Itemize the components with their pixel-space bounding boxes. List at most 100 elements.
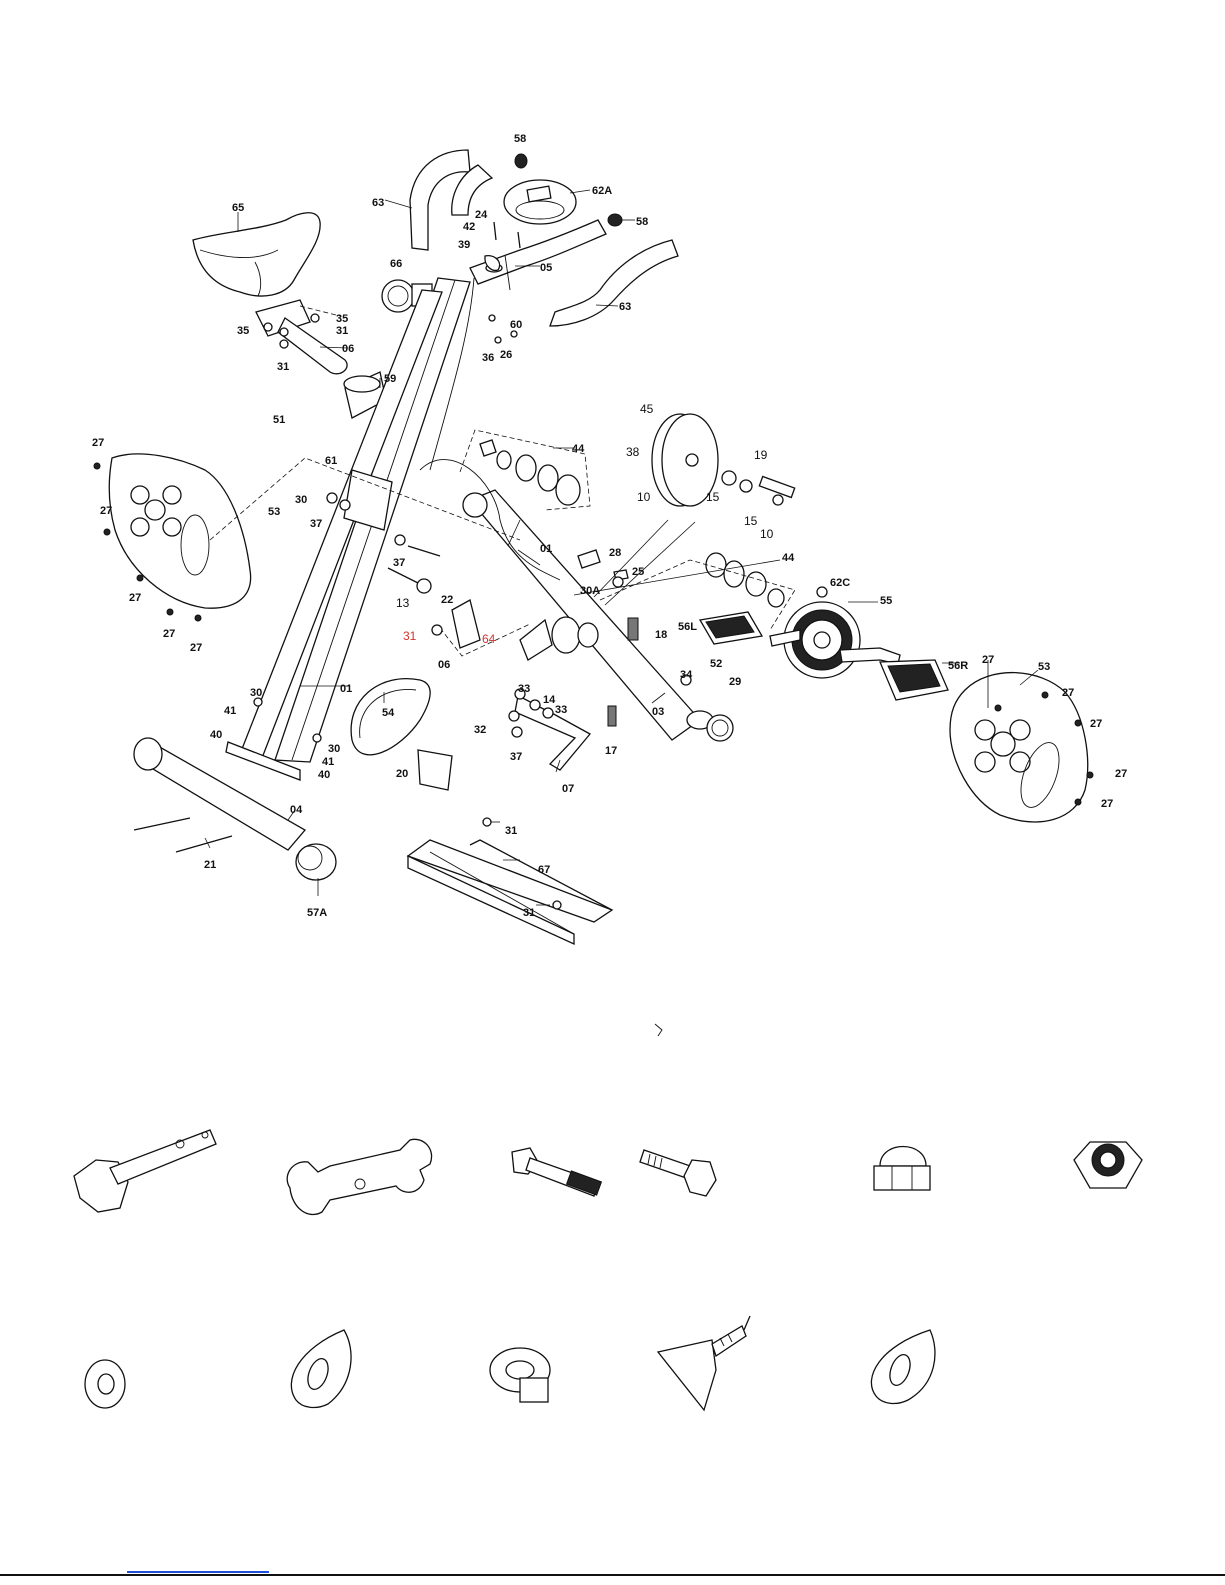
label-30: 30: [250, 687, 262, 699]
label-01: 01: [540, 543, 552, 555]
label-30: 30: [328, 743, 340, 755]
console-monitor: [504, 180, 576, 224]
handlebar-grip-right: [550, 240, 678, 326]
label-21: 21: [204, 859, 216, 871]
label-36: 36: [482, 352, 494, 364]
label-34: 34: [680, 669, 693, 681]
label-44: 44: [572, 443, 585, 455]
side-cover-left: [109, 454, 250, 608]
label-41: 41: [322, 756, 334, 768]
footer-rule: [0, 1574, 1225, 1576]
label-62A: 62A: [592, 185, 612, 197]
label-63: 63: [372, 197, 384, 209]
hardware-wrench: [287, 1139, 431, 1214]
label-27: 27: [1062, 687, 1074, 699]
label-03: 03: [652, 706, 664, 718]
rear-base-frame: [408, 840, 612, 944]
label-06: 06: [342, 343, 354, 355]
label-27: 27: [163, 628, 175, 640]
label-27: 27: [92, 437, 104, 449]
label-40: 40: [318, 769, 330, 781]
label-30: 30: [295, 494, 307, 506]
label-33: 33: [555, 704, 567, 716]
label-60: 60: [510, 319, 522, 331]
hardware-lock-nut: [1074, 1142, 1142, 1188]
label-38: 38: [626, 445, 640, 459]
seat-bracket: [256, 300, 347, 374]
label-58: 58: [514, 133, 526, 145]
label-53: 53: [268, 506, 280, 518]
label-41: 41: [224, 705, 236, 717]
hardware-bolt-hex: [640, 1150, 716, 1196]
label-56R: 56R: [948, 660, 968, 672]
hardware-bolt-long: [74, 1130, 216, 1212]
label-56L: 56L: [678, 621, 697, 633]
label-63: 63: [619, 301, 631, 313]
label-39: 39: [458, 239, 470, 251]
label-31: 31: [336, 325, 348, 337]
hardware-knob-screw: [658, 1316, 750, 1410]
label-20: 20: [396, 768, 408, 780]
label-15: 15: [706, 490, 720, 504]
stabilizer-bolts: [134, 818, 232, 852]
label-37: 37: [310, 518, 322, 530]
label-66: 66: [390, 258, 402, 270]
handlebar-crossbar: [470, 220, 606, 290]
label-35: 35: [237, 325, 249, 337]
label-42: 42: [463, 221, 475, 233]
label-28: 28: [609, 547, 621, 559]
label-59: 59: [384, 373, 396, 385]
label-01: 01: [340, 683, 352, 695]
label-17: 17: [605, 745, 617, 757]
label-27: 27: [1101, 798, 1113, 810]
label-31: 31: [505, 825, 517, 837]
label-25: 25: [632, 566, 644, 578]
adjust-pin: [388, 546, 440, 593]
label-44: 44: [782, 552, 795, 564]
footer-link-underline[interactable]: [127, 1571, 269, 1573]
label-33: 33: [518, 683, 530, 695]
label-31: 31: [277, 361, 289, 373]
hardware-flat-washer: [85, 1360, 125, 1408]
label-31-red: 31: [403, 629, 417, 643]
label-10: 10: [637, 490, 651, 504]
label-13: 13: [396, 596, 410, 610]
label-15: 15: [744, 514, 758, 528]
seat-saddle: [193, 213, 320, 296]
label-52: 52: [710, 658, 722, 670]
label-45: 45: [640, 402, 654, 416]
label-07: 07: [562, 783, 574, 795]
label-27: 27: [100, 505, 112, 517]
label-31: 31: [523, 907, 535, 919]
label-65: 65: [232, 202, 244, 214]
label-27: 27: [129, 592, 141, 604]
end-cap-bottom: [296, 844, 336, 880]
label-58: 58: [636, 216, 648, 228]
label-35: 35: [336, 313, 348, 325]
label-37: 37: [510, 751, 522, 763]
label-27: 27: [190, 642, 202, 654]
label-67: 67: [538, 864, 550, 876]
label-57A: 57A: [307, 907, 327, 919]
wrench-tool-small: [418, 750, 452, 790]
label-06: 06: [438, 659, 450, 671]
pivot-link: [452, 600, 480, 648]
label-26: 26: [500, 349, 512, 361]
label-27: 27: [1115, 768, 1127, 780]
hardware-curved-washer: [291, 1330, 351, 1407]
hardware-acorn-nut: [874, 1147, 930, 1191]
label-53: 53: [1038, 661, 1050, 673]
label-27: 27: [982, 654, 994, 666]
hardware-bolt-knurled: [512, 1148, 601, 1196]
hardware-spring-washer: [490, 1348, 550, 1402]
pedal-right: [880, 660, 948, 700]
handlebar-grip-left: [410, 150, 492, 250]
rear-frame-tube: [463, 490, 713, 740]
label-55: 55: [880, 595, 892, 607]
label-04: 04: [290, 804, 303, 816]
label-40: 40: [210, 729, 222, 741]
faint-mark: [655, 1024, 662, 1036]
label-61: 61: [325, 455, 337, 467]
label-05: 05: [540, 262, 552, 274]
